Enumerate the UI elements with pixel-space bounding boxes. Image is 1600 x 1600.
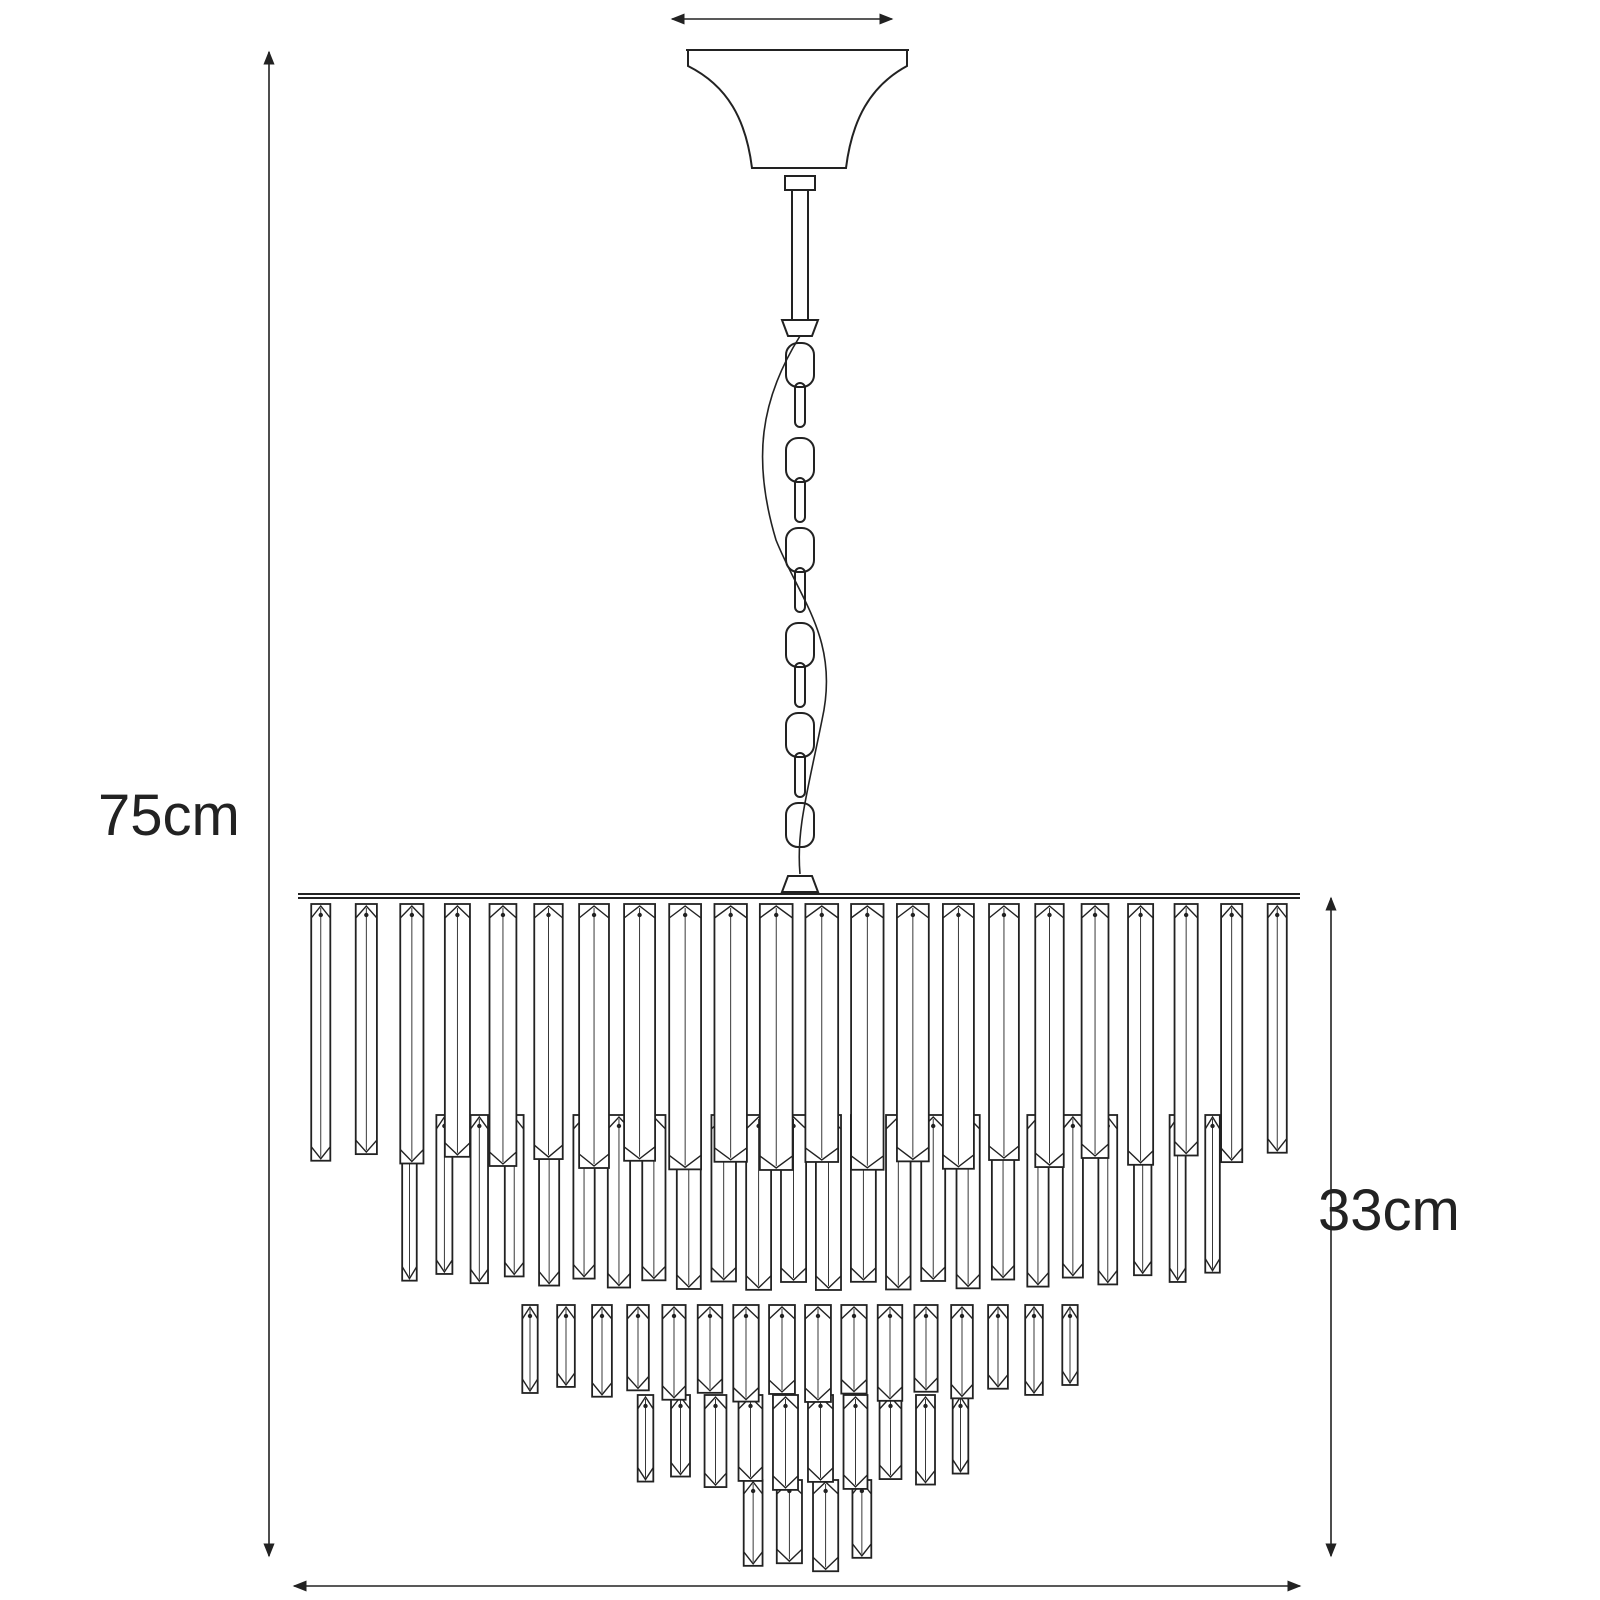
crystal-prism xyxy=(1204,1114,1221,1274)
total-height-label: 75cm xyxy=(98,783,240,848)
crystal-prism xyxy=(807,1394,834,1483)
chain-link xyxy=(794,382,806,428)
crystal-prism xyxy=(623,903,656,1162)
hook-mount xyxy=(780,875,820,893)
power-cable xyxy=(761,335,828,875)
crystal-prism xyxy=(443,903,471,1158)
crystal-prism xyxy=(626,1304,650,1392)
crystal-prism xyxy=(668,903,702,1171)
crystal-prism xyxy=(840,1304,868,1395)
crystal-prism xyxy=(950,1304,974,1400)
crystal-prism xyxy=(1266,903,1288,1154)
crystal-prism xyxy=(804,1304,832,1403)
crystal-prism xyxy=(354,903,378,1156)
crystal-prism xyxy=(703,1394,728,1488)
crystal-prism xyxy=(942,903,975,1170)
crystal-prism xyxy=(1061,1114,1084,1279)
chain-link xyxy=(785,527,815,573)
crystal-prism xyxy=(732,1304,760,1403)
body-height-label: 33cm xyxy=(1318,1178,1460,1243)
crystal-prism xyxy=(1034,903,1065,1168)
crystal-prism xyxy=(533,903,564,1160)
crystal-prism xyxy=(578,903,610,1169)
crystal-prism xyxy=(758,903,794,1171)
crystal-prism xyxy=(661,1304,687,1401)
crystal-prism xyxy=(713,903,748,1163)
crystal-prism xyxy=(1127,903,1155,1166)
crystal-prism xyxy=(1173,903,1199,1157)
crystal-tier-5 xyxy=(742,1479,873,1573)
chain-link xyxy=(794,662,806,708)
chain-link xyxy=(785,622,815,668)
suspension-chain xyxy=(785,342,815,848)
crystal-prism xyxy=(987,1304,1009,1390)
crystal-prism xyxy=(896,903,930,1163)
crystal-prism xyxy=(399,903,425,1165)
crystal-prism xyxy=(469,1114,489,1285)
crystal-prism xyxy=(488,903,518,1167)
crystal-prism xyxy=(951,1394,970,1475)
suspension-rod xyxy=(780,190,820,337)
crystal-prism xyxy=(913,1304,939,1393)
crystal-prism xyxy=(591,1304,613,1398)
crystal-prism xyxy=(310,903,332,1162)
chain-link xyxy=(794,752,806,798)
chain-link xyxy=(785,342,815,388)
crystal-prism xyxy=(696,1304,724,1394)
crystal-prism xyxy=(670,1394,691,1478)
crystal-prism xyxy=(878,1394,903,1480)
crystal-prism xyxy=(1024,1304,1044,1396)
crystal-prism xyxy=(804,903,840,1163)
crystal-prism xyxy=(636,1394,655,1483)
ceiling-canopy xyxy=(686,49,909,191)
chain-link xyxy=(785,437,815,483)
crystal-prism xyxy=(915,1394,936,1486)
crystal-prism xyxy=(521,1304,539,1394)
crystal-prism xyxy=(775,1479,803,1565)
chain-link xyxy=(794,477,806,523)
crystal-prism xyxy=(850,903,885,1171)
crystal-prism xyxy=(842,1394,869,1490)
chain-link xyxy=(794,567,806,613)
crystal-prism xyxy=(1080,903,1110,1159)
crystal-prism xyxy=(876,1304,904,1402)
crystal-prism xyxy=(737,1394,764,1482)
crystal-prism xyxy=(768,1304,796,1395)
crystal-tier-4 xyxy=(636,1394,970,1491)
crystal-prism xyxy=(556,1304,576,1388)
crystal-prism xyxy=(988,903,1020,1161)
crystal-tier-1 xyxy=(310,903,1288,1171)
crystal-prism xyxy=(772,1394,799,1491)
chain-link xyxy=(785,712,815,758)
crystal-prism xyxy=(1061,1304,1079,1386)
top-ring xyxy=(298,893,1300,899)
crystal-prism xyxy=(742,1479,764,1567)
crystal-prism xyxy=(851,1479,873,1559)
crystal-tier-3 xyxy=(521,1304,1079,1403)
crystal-prism xyxy=(1220,903,1244,1164)
crystal-prism xyxy=(812,1479,840,1573)
